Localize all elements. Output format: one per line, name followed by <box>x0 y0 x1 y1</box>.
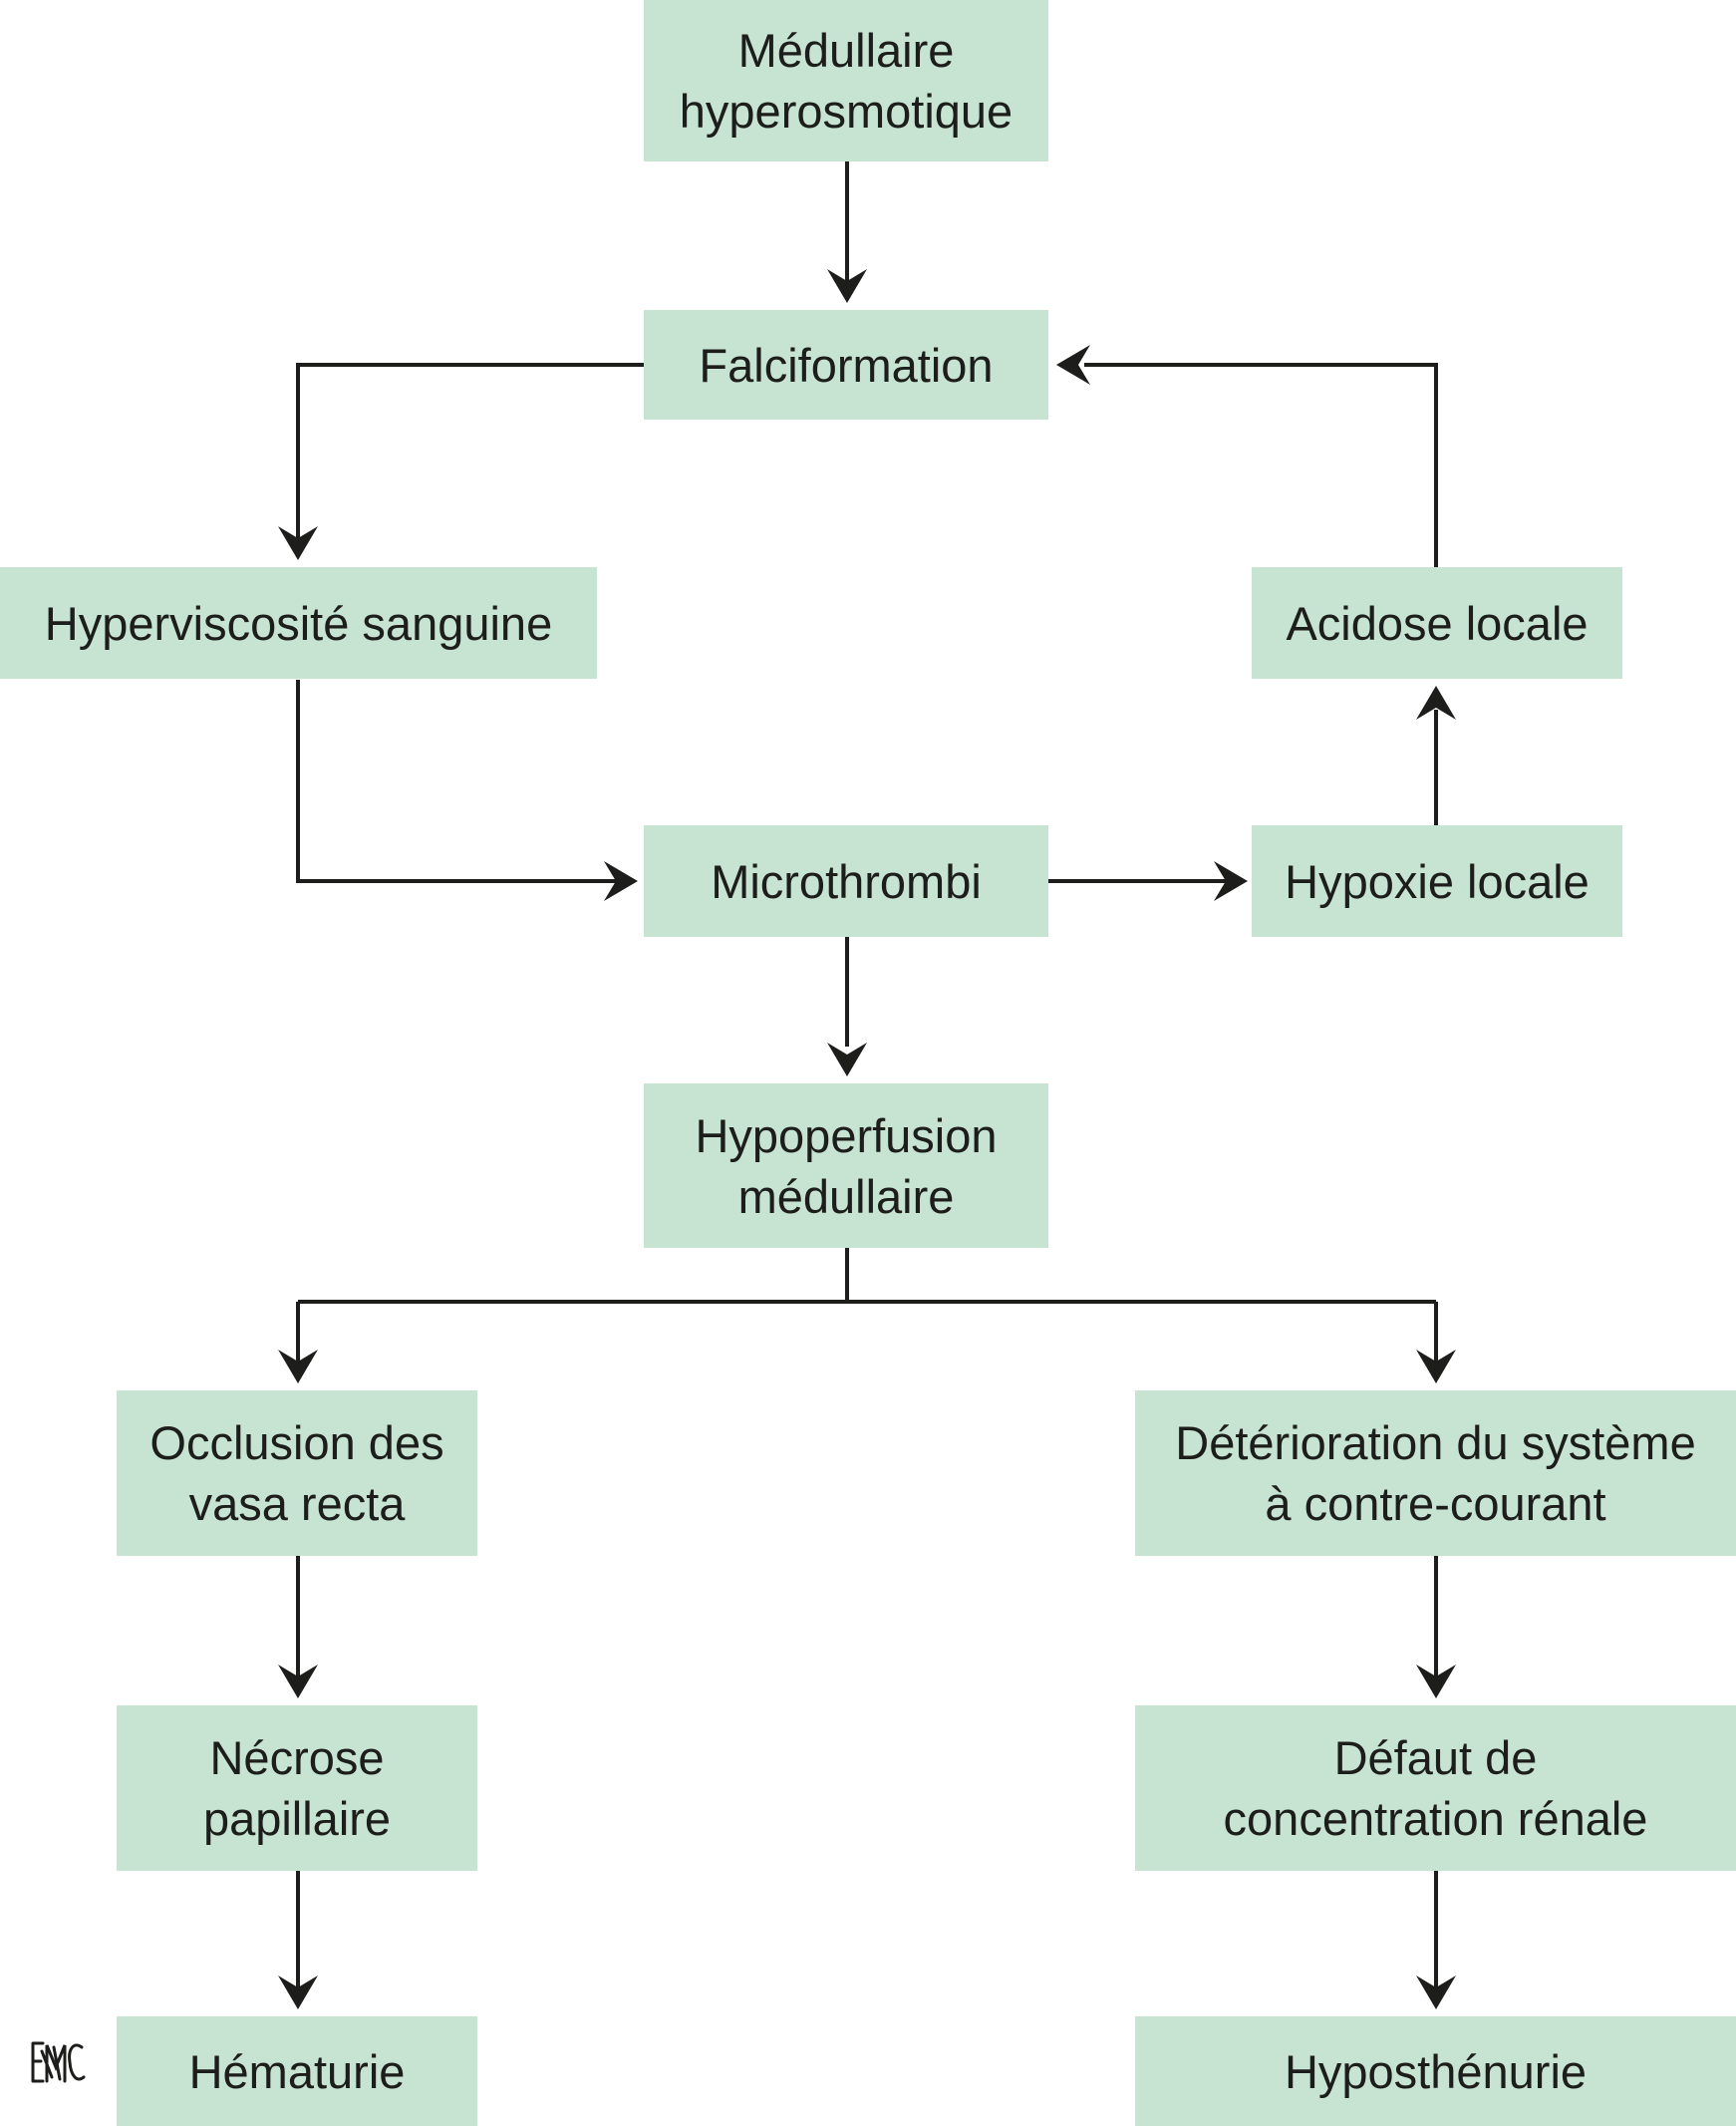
node-necrose-papillaire: Nécrose papillaire <box>117 1705 477 1871</box>
node-hypoperfusion-medullaire: Hypoperfusion médullaire <box>644 1083 1048 1248</box>
node-deterioration-contre-courant: Détérioration du système à contre-couran… <box>1135 1390 1736 1556</box>
node-hyperviscosite-sanguine: Hyperviscosité sanguine <box>0 567 597 679</box>
node-hyposthenurie: Hyposthénurie <box>1135 2016 1736 2126</box>
node-falciformation: Falciformation <box>644 310 1048 420</box>
node-acidose-locale: Acidose locale <box>1252 567 1622 679</box>
arrowhead-falciformation-return <box>1056 345 1090 385</box>
arrowhead-deterioration <box>1416 1350 1456 1383</box>
arrowhead-microthrombi <box>604 861 638 901</box>
node-hypoxie-locale: Hypoxie locale <box>1252 825 1622 937</box>
node-hematurie: Hématurie <box>117 2016 477 2126</box>
arrowhead-hyperviscosite <box>278 526 318 560</box>
edge-acidose-to-falciformation <box>1084 363 1438 567</box>
arrowhead-occlusion <box>278 1350 318 1383</box>
node-medullaire-hyperosmotique: Médullaire hyperosmotique <box>644 0 1048 161</box>
arrowhead-acidose <box>1416 686 1456 720</box>
edge-hyperviscosite-to-microthrombi <box>296 680 623 883</box>
arrowhead-necrose <box>278 1665 318 1698</box>
arrowhead-hematurie <box>278 1975 318 2009</box>
node-occlusion-vasa-recta: Occlusion des vasa recta <box>117 1390 477 1556</box>
arrowhead-hyposthenurie <box>1416 1975 1456 2009</box>
edge-hypoperfusion-split <box>298 1248 1436 1304</box>
arrowhead-defaut <box>1416 1665 1456 1698</box>
edge-falciformation-to-hyperviscosite <box>296 363 646 545</box>
emc-logo <box>31 2041 86 2083</box>
arrowhead-hypoxie <box>1214 861 1248 901</box>
arrowhead-hypoperfusion <box>827 1043 867 1076</box>
node-microthrombi: Microthrombi <box>644 825 1048 937</box>
arrowhead-falciformation <box>827 269 867 303</box>
node-defaut-concentration-renale: Défaut de concentration rénale <box>1135 1705 1736 1871</box>
